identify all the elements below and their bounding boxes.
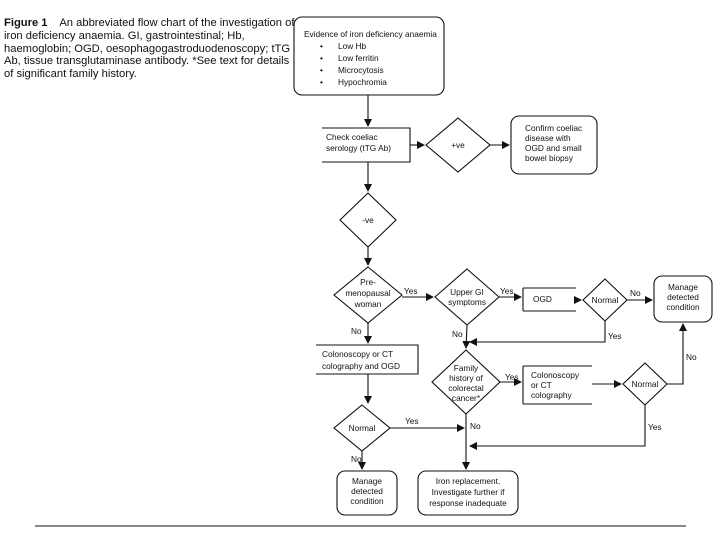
serology-line: serology (tTG Ab) [326,143,391,153]
no-label: No [351,326,362,336]
upper-gi-line: symptoms [448,297,486,307]
iron-line: Iron replacement. [436,476,501,486]
evidence-title: Evidence of iron deficiency anaemia [304,29,437,39]
svg-text:•: • [320,41,323,51]
premenopausal-line: woman [354,299,382,309]
family-history-line: Family [454,363,479,373]
confirm-line: bowel biopsy [525,153,574,163]
premenopausal-line: menopausal [345,288,390,298]
family-history-line: colorectal [448,383,484,393]
manage-bottom-box: Manage detected condition [336,470,398,516]
colonoscopy-right-line: or CT [531,380,552,390]
arrow [667,323,687,385]
no-label: No [470,421,481,431]
positive-diamond: +ve [425,117,491,173]
confirm-line: OGD and small [525,143,582,153]
colonoscopy-right-line: colography [531,390,572,400]
yes-label: Yes [505,372,519,382]
iron-line: Investigate further if [432,487,506,497]
evidence-item: Microcytosis [338,65,384,75]
normal-3-label: Normal [349,423,376,433]
figure-number: Figure 1 [4,17,48,29]
edge-labels: Yes Yes No Yes No No Yes No Yes No Yes N… [351,286,697,464]
figure-caption: Figure 1 An abbreviated flow chart of th… [4,17,296,81]
serology-line: Check coeliac [326,132,378,142]
normal-diamond-2: Normal [622,362,668,406]
manage-bottom-line: condition [350,496,384,506]
iron-replacement-box: Iron replacement. Investigate further if… [417,470,519,516]
evidence-box: Evidence of iron deficiency anaemia • Low… [293,16,445,96]
confirm-line: disease with [525,133,571,143]
iron-line: response inadequate [429,498,507,508]
upper-gi-line: Upper GI [450,287,484,297]
evidence-item: Hypochromia [338,77,387,87]
svg-text:•: • [320,53,323,63]
caption-text: An abbreviated flow chart of the investi… [4,17,295,81]
yes-label: Yes [648,422,662,432]
svg-text:•: • [320,65,323,75]
normal-diamond-3: Normal [333,404,391,452]
evidence-item: Low Hb [338,41,367,51]
premenopausal-line: Pre- [360,277,376,287]
colonoscopy-left-line: colography and OGD [322,361,400,371]
normal-1-label: Normal [592,295,619,305]
normal-diamond-1: Normal [582,278,628,322]
ogd-label: OGD [533,294,552,304]
positive-label: +ve [451,140,465,150]
confirm-coeliac-box: Confirm coeliac disease with OGD and sma… [510,115,598,175]
yes-label: Yes [405,416,419,426]
family-history-line: cancer* [452,393,481,403]
manage-bottom-line: Manage [352,476,382,486]
manage-right-line: Manage [668,282,698,292]
svg-text:•: • [320,77,323,87]
colonoscopy-left-line: Colonoscopy or CT [322,349,393,359]
no-label: No [351,454,362,464]
ogd-box: OGD [522,287,576,312]
family-history-diamond: Family history of colorectal cancer* [431,349,501,415]
colonoscopy-right-box: Colonoscopy or CT colography [522,365,592,405]
yes-label: Yes [500,286,514,296]
arrow [469,321,606,346]
negative-label: -ve [362,215,374,225]
upper-gi-diamond: Upper GI symptoms [434,268,500,326]
manage-right-box: Manage detected condition [653,275,713,323]
normal-2-label: Normal [632,379,659,389]
colonoscopy-left-box: Colonoscopy or CT colography and OGD [316,344,419,375]
no-label: No [630,288,641,298]
evidence-item: Low ferritin [338,53,379,63]
yes-label: Yes [404,286,418,296]
manage-right-line: detected [667,292,699,302]
family-history-line: history of [449,373,483,383]
evidence-list: • Low Hb • Low ferritin • Microcytosis • Hyp… [320,41,387,87]
confirm-line: Confirm coeliac [525,123,582,133]
negative-diamond: -ve [339,192,397,248]
connectors [358,95,687,470]
arrow [462,324,471,349]
no-label: No [452,329,463,339]
no-label: No [686,352,697,362]
yes-label: Yes [608,331,622,341]
serology-box: Check coeliac serology (tTG Ab) [322,127,411,163]
manage-bottom-line: detected [351,486,383,496]
premenopausal-diamond: Pre- menopausal woman [333,266,403,324]
manage-right-line: condition [666,302,700,312]
arrow [469,405,646,450]
colonoscopy-right-line: Colonoscopy [531,370,580,380]
